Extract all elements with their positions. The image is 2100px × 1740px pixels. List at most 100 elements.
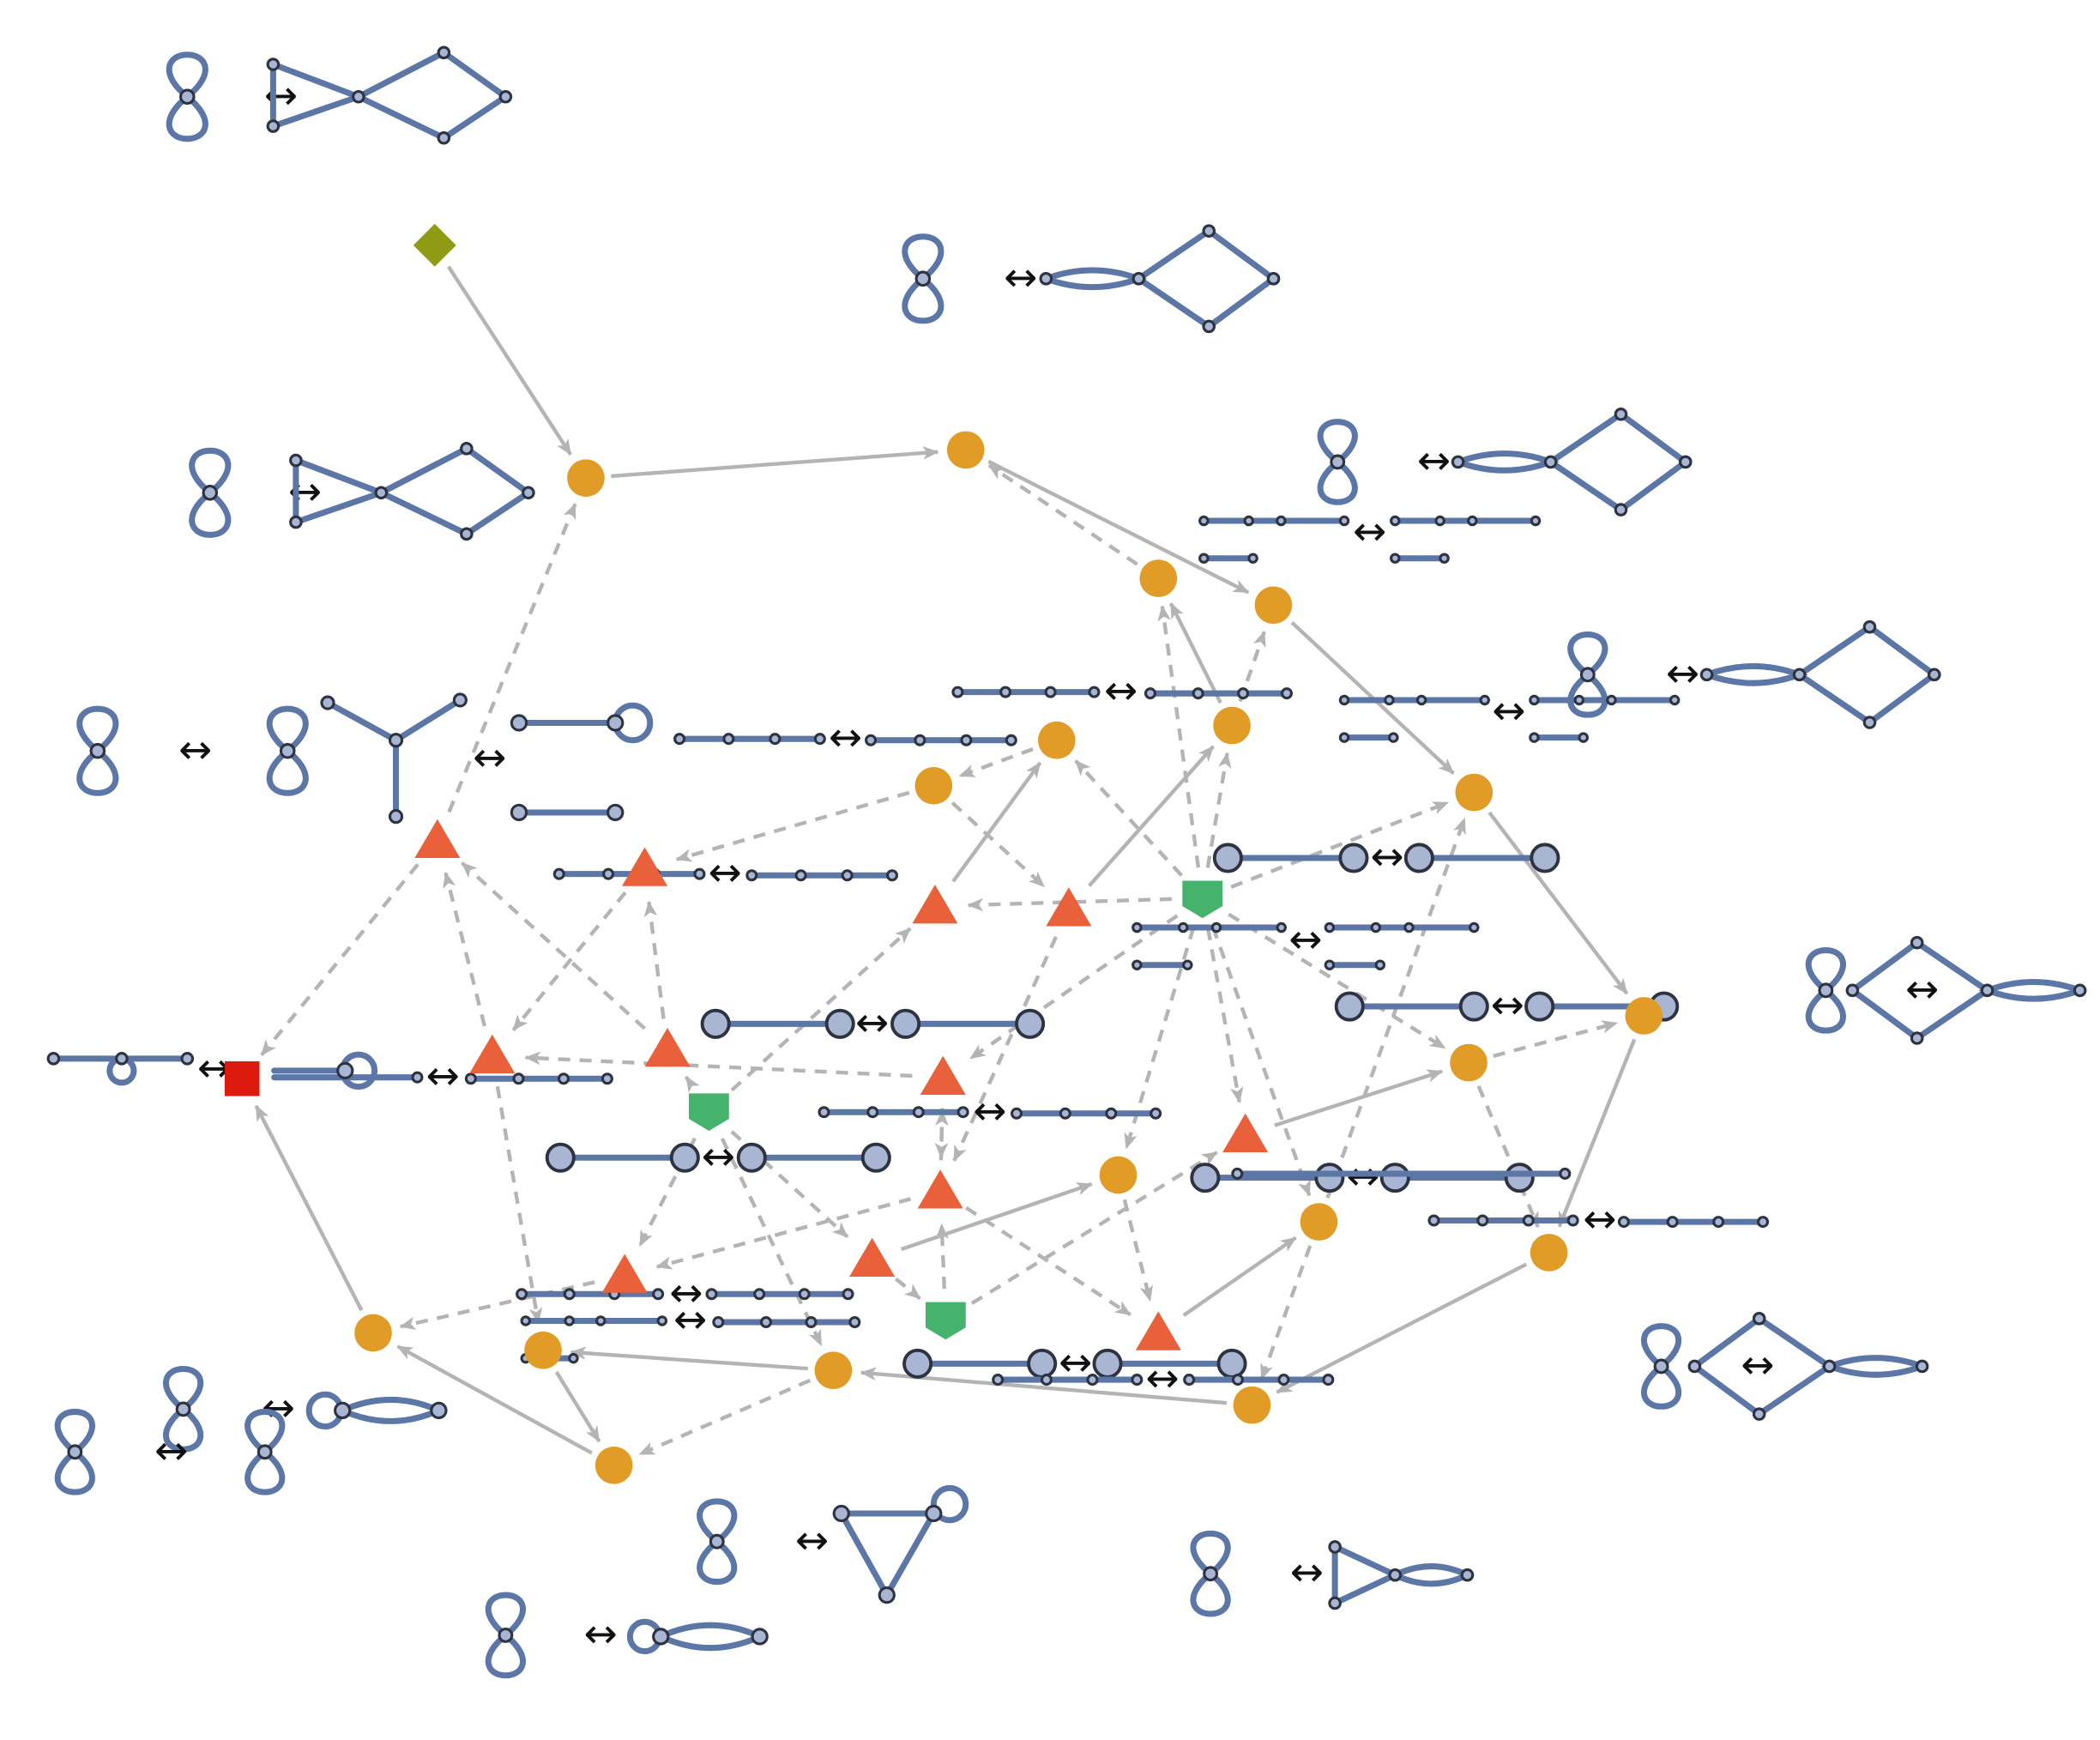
rule-label-18: ↔ [46,1045,424,1091]
state-node-t8 [1222,1113,1269,1152]
flow-edge-O16-O15 [570,1346,808,1371]
flow-edge-T12-O12 [1182,1236,1297,1317]
flow-edge-P1-O12 [1210,926,1312,1197]
rule-label-4: ↔ [1317,407,1693,517]
rule-label-2: ↔ [902,224,1281,334]
flow-edge-P1-O8 [1230,801,1450,889]
state-node-t2 [622,847,668,886]
flow-edge-P2-T3 [730,927,912,1092]
flow-edge-O15-O18 [554,1370,601,1443]
equivalence-arrow: ↔ [473,735,506,782]
rule-label-8: ↔ [951,668,1294,715]
rule-label-21: ↔ [545,1133,891,1180]
flow-edge-T5-T1 [443,871,487,1027]
equivalence-arrow: ↔ [673,1297,707,1344]
equivalence-arrow: ↔ [264,73,298,119]
state-node-o17 [1233,1386,1271,1424]
rule-label-11: ↔ [673,715,1017,761]
equivalence-arrow: ↔ [1905,966,1939,1012]
equivalence-arrow: ↔ [669,1270,703,1316]
rule-label-6: ↔ [1567,619,1941,729]
state-node-o8 [1455,773,1494,812]
rule-label-5: ↔ [1198,509,1542,564]
state-node-t6 [644,1027,691,1067]
flow-edge-P2-T6 [685,1075,700,1093]
state-node-t10 [849,1237,896,1278]
state-node-t7 [920,1055,966,1095]
state-node-o2 [946,431,985,469]
equivalence-arrow: ↔ [702,1133,735,1180]
state-node-o4 [1254,586,1293,625]
rule-label-1: ↔ [166,45,513,145]
flow-edge-P1-O6 [1074,759,1184,877]
state-node-p2 [689,1093,729,1132]
flow-edge-O8-O9 [1488,811,1629,995]
flow-edge-O11-T12 [1122,1199,1153,1302]
rule-label-29: ↔ [163,1366,448,1453]
flow-edge-O12-O17 [1259,1245,1312,1381]
state-node-o15 [524,1331,562,1369]
equivalence-arrow: ↔ [1741,1343,1774,1389]
equivalence-arrow: ↔ [1370,834,1403,880]
state-node-t12 [1135,1311,1181,1350]
equivalence-arrow: ↔ [1417,438,1451,484]
flow-edge-P1-O3 [1157,604,1201,868]
equivalence-arrow: ↔ [1145,1356,1179,1402]
flow-edge-O18-O14 [396,1344,593,1455]
rule-label-22: ↔ [1190,1154,1572,1200]
equivalence-arrow: ↔ [1583,1197,1616,1243]
rule-label-31: ↔ [697,1484,969,1604]
flow-edge-O10-O13 [1476,1084,1540,1229]
flow-edge-O16-O18 [638,1378,812,1456]
flow-edge-T9-T12 [965,1205,1131,1317]
equivalence-arrow: ↔ [154,1428,188,1474]
equivalence-arrow: ↔ [1353,509,1386,555]
flow-edge-T8-O10 [1274,1069,1444,1127]
rule-label-26: ↔ [902,1339,1247,1386]
rule-label-24: ↔ [516,1270,854,1316]
state-node-o16 [814,1351,853,1389]
equivalence-arrow: ↔ [1492,688,1525,734]
state-node-t9 [917,1169,963,1209]
flow-edge-P3-T9 [935,1223,950,1290]
flow-edge-D-O1 [446,265,573,456]
state-nodes [224,223,1663,1484]
flow-edge-O7-T2 [675,790,910,862]
rule-label-9: ↔ [76,705,309,796]
rule-label-7: ↔ [1338,688,1681,743]
flow-edge-O5-O3 [1169,602,1222,704]
state-node-s [224,1060,260,1097]
state-node-p1 [1182,880,1223,919]
equivalence-arrow: ↔ [584,1611,618,1658]
rule-label-10: ↔ [320,692,654,825]
equivalence-arrow: ↔ [1290,1550,1324,1596]
state-node-o11 [1099,1156,1138,1194]
rule-label-16: ↔ [700,1000,1046,1046]
equivalence-arrow: ↔ [178,727,212,773]
flow-edge-P1-T7 [969,914,1179,1060]
state-node-t3 [912,885,958,924]
flow-edge-P1-O11 [1124,927,1196,1150]
state-node-o14 [354,1314,392,1352]
flow-edge-O14-S [254,1104,364,1312]
flow-edge-T10-P3 [894,1277,921,1300]
state-node-o10 [1450,1043,1488,1082]
state-node-p3 [925,1302,966,1340]
flow-edge-P3-T8 [970,1151,1218,1305]
flow-edge-O1-O2 [611,446,939,479]
rule-label-33: ↔ [485,1592,769,1679]
flow-edge-T7-T9 [934,1108,949,1159]
state-node-o1 [567,459,605,497]
state-node-o6 [1037,721,1076,759]
rule-labels: ↔↔↔↔↔↔↔↔↔↔↔↔↔↔↔↔↔↔↔↔↔↔↔↔↔↔↔↔↔↔↔↔↔ [46,45,2087,1679]
state-node-o3 [1139,559,1178,597]
equivalence-arrow: ↔ [1104,668,1138,715]
flow-edge-T1-S [260,863,419,1056]
rule-label-30: ↔ [54,1408,286,1495]
equivalence-arrow: ↔ [1004,255,1037,301]
rule-label-17: ↔ [1334,982,1680,1029]
state-node-o9 [1625,997,1663,1035]
flow-edge-P1-O5 [1205,752,1232,868]
flow-edge-T9-T11 [655,1197,912,1270]
